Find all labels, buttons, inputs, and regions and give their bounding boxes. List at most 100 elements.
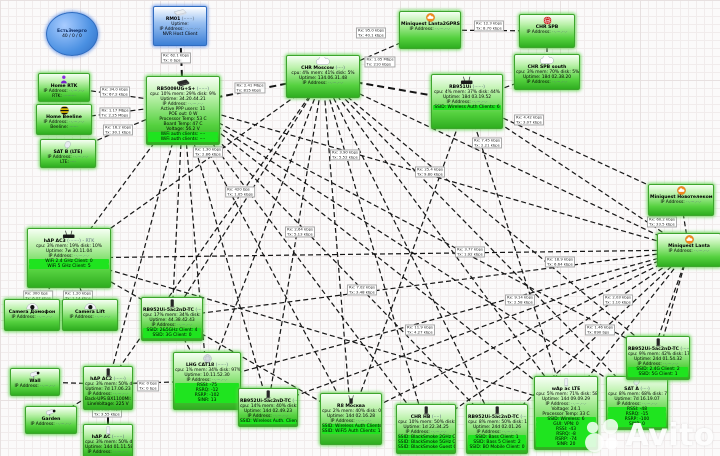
device-node-chr_moscow[interactable]: CHR Moscow (····)cpu: 4% mem: 41% disk: … bbox=[286, 55, 360, 98]
node-subtitle: (······) bbox=[471, 85, 485, 90]
node-title: Camera Lift bbox=[74, 310, 106, 315]
link-mq_lanta-rb952_bottom_right[interactable] bbox=[496, 249, 690, 430]
rx-value: Rx: 1.17 Mbps bbox=[101, 107, 129, 113]
device-node-chr_nb[interactable]: CHR НВ (····)cpu: 10% mem: 50% disk: 49%… bbox=[396, 404, 456, 454]
link-rb951-chr_spb_south[interactable] bbox=[466, 71, 548, 103]
device-node-rb5009[interactable]: RB5009UG+S+ (······)cpu: 10% mem: 29% di… bbox=[146, 76, 220, 145]
link-rb5009-hap_ac2[interactable] bbox=[107, 103, 184, 385]
link-chr_moscow-mq_lanta[interactable] bbox=[322, 75, 690, 251]
link-rb5009-sat_a[interactable] bbox=[182, 103, 638, 399]
node-info-line: IP Address: ··.···.··.· bbox=[162, 102, 204, 108]
masked-value: ··.···.··.· bbox=[686, 200, 702, 206]
node-info-line: Back-UPS BX1100MI: ··· bbox=[85, 397, 133, 403]
link-mq_lanta-lhg_cat18[interactable] bbox=[206, 249, 690, 382]
link-chr_moscow-rb952_left[interactable] bbox=[171, 76, 324, 318]
link-chr_moscow-hap_ac3[interactable] bbox=[68, 76, 324, 259]
node-status-line: SSID: 2&5GHz Client: 4 bbox=[143, 328, 201, 334]
person-icon bbox=[40, 75, 88, 84]
link-hap_ac3-r8_moscow[interactable] bbox=[68, 257, 352, 420]
link-rb5009-rb952_bottom_right[interactable] bbox=[182, 103, 498, 430]
device-node-lhg_cat18[interactable]: LHG CAT18 (······)cpu: 1% mem: 34% disk:… bbox=[173, 352, 241, 410]
device-node-rb951[interactable]: RB951Ui (······)cpu: 4% mem: 37% disk: 4… bbox=[431, 74, 503, 129]
globe-gray-icon bbox=[175, 354, 239, 363]
device-node-sat_a[interactable]: SAT A (····)cpu: 8% mem: 68% disk: 73%Up… bbox=[606, 376, 668, 430]
link-mq_lanta-hap_ac3[interactable] bbox=[68, 249, 690, 259]
link-mq_lanta-r8_moscow[interactable] bbox=[350, 249, 690, 420]
link-rb951-r8_moscow[interactable] bbox=[350, 101, 468, 420]
link-mq_lanta-rb952_left[interactable] bbox=[171, 249, 690, 318]
beeline-icon bbox=[38, 106, 90, 115]
node-status-line: RSSI: -43 bbox=[536, 427, 596, 433]
masked-value: ··.···.··.· bbox=[185, 27, 201, 33]
node-info-line: cpu: 1% mem: 34% disk: 97% bbox=[175, 368, 241, 374]
link-chr_moscow-sat_a[interactable] bbox=[322, 76, 638, 399]
device-node-sat_b[interactable]: SAT B (LTE)IP Address: ··.···.··.·LTE: ·… bbox=[40, 139, 96, 168]
device-node-rb952_bottom_mid[interactable]: RB952Ui-5ac2nD-TC (······)cpu: 14% mem: … bbox=[238, 388, 298, 427]
link-rb5009-chr_nb[interactable] bbox=[182, 103, 427, 430]
device-node-hap_ac_bottom[interactable]: hAP AC (······)cpu: 3% mem: 50% disk: 21… bbox=[83, 424, 133, 456]
link-chr_moscow-rb952_bottom_mid[interactable] bbox=[267, 76, 324, 407]
link-rb951-mq_novotelecom[interactable] bbox=[466, 100, 682, 201]
link-chr_moscow-r8_moscow[interactable] bbox=[322, 76, 352, 420]
link-chr_moscow-wap_ac_lte[interactable] bbox=[322, 76, 567, 406]
link-chr_moscow-rb952_bottom_right[interactable] bbox=[322, 76, 498, 430]
node-subtitle: (······) bbox=[110, 435, 125, 440]
node-status-line: SSID: 2.4G Client: 2 bbox=[628, 367, 688, 373]
dish-icon bbox=[608, 378, 666, 387]
node-title: hAP AC2 (······) bbox=[90, 377, 126, 382]
node-info-line: Uptime: 34.20.44.21 bbox=[160, 97, 206, 103]
tx-value: Tx: 815 kbps bbox=[236, 87, 261, 92]
node-info-line: Board Temp: 47 C bbox=[163, 122, 203, 128]
rx-value: Rx: 300 bps bbox=[25, 290, 48, 296]
node-title: RB952Ui-5ac2nD-TC (······) bbox=[240, 399, 297, 404]
node-info-line: Uptime: 18d 02.38.20 bbox=[522, 75, 572, 81]
node-info-line: cpu: 10% mem: 50% disk: 49% bbox=[398, 420, 456, 426]
device-node-rb952_bottom_right[interactable]: RB952Ui-5ac2nD-TC (······)cpu: 8% mem: 5… bbox=[466, 404, 528, 454]
link-rb5009-lhg_cat18[interactable] bbox=[182, 103, 208, 382]
device-node-rb952_right[interactable]: RB952Ui-5ac2nD-TC (······)cpu: 9% mem: 4… bbox=[626, 336, 690, 380]
masked-value: ··.···.··.· bbox=[435, 27, 451, 33]
avito-watermark-text: Avito bbox=[625, 418, 715, 453]
device-node-hap_ac2[interactable]: hAP AC2 (······)cpu: 3% mem: 50% disk: 2… bbox=[83, 366, 133, 410]
link-mq_lanta-chr_nb[interactable] bbox=[425, 249, 690, 430]
link-chr_moscow-lhg_cat18[interactable] bbox=[206, 76, 324, 382]
rx-value: Rx: 18.9 kbps bbox=[546, 256, 574, 262]
link-rb951-wap_ac_lte[interactable] bbox=[466, 101, 567, 406]
rx-value: Rx: 3.90 kbps bbox=[331, 149, 359, 155]
node-subtitle: (·····) bbox=[195, 308, 203, 313]
device-node-rb952_left[interactable]: RB952Ui-5ac2nD-TC (·····)cpu: 17% mem: 3… bbox=[141, 297, 203, 341]
tx-value: Tx: 1.92 kbps bbox=[456, 251, 483, 256]
tx-value: Tx: 5.52 kbps bbox=[331, 154, 358, 159]
node-info-line: Uptime: 24d 02.01.26 bbox=[472, 425, 522, 431]
device-node-rm01[interactable]: RM01 (······)Uptime:IP Address: ··.···.·… bbox=[153, 6, 207, 46]
avito-logo-icon bbox=[584, 418, 618, 452]
masked-value: ··.···.··.· bbox=[356, 419, 372, 425]
link-mq_lanta-rb952_bottom_mid[interactable] bbox=[267, 249, 690, 407]
link-hap_ac3-wap_ac_lte[interactable] bbox=[68, 257, 567, 406]
node-title: ЕстьЭнерго bbox=[57, 28, 87, 34]
link-chr_moscow-chr_nb[interactable] bbox=[322, 76, 427, 430]
camera-dome-icon bbox=[64, 301, 116, 310]
node-status-line: WiFi auth clients: ···· bbox=[148, 137, 218, 143]
rx-value: Rx: 2.41 Mbps bbox=[236, 82, 264, 88]
masked-value: ···· bbox=[70, 160, 76, 166]
node-status-line: SSID: 5G Client: 1 bbox=[628, 372, 688, 378]
